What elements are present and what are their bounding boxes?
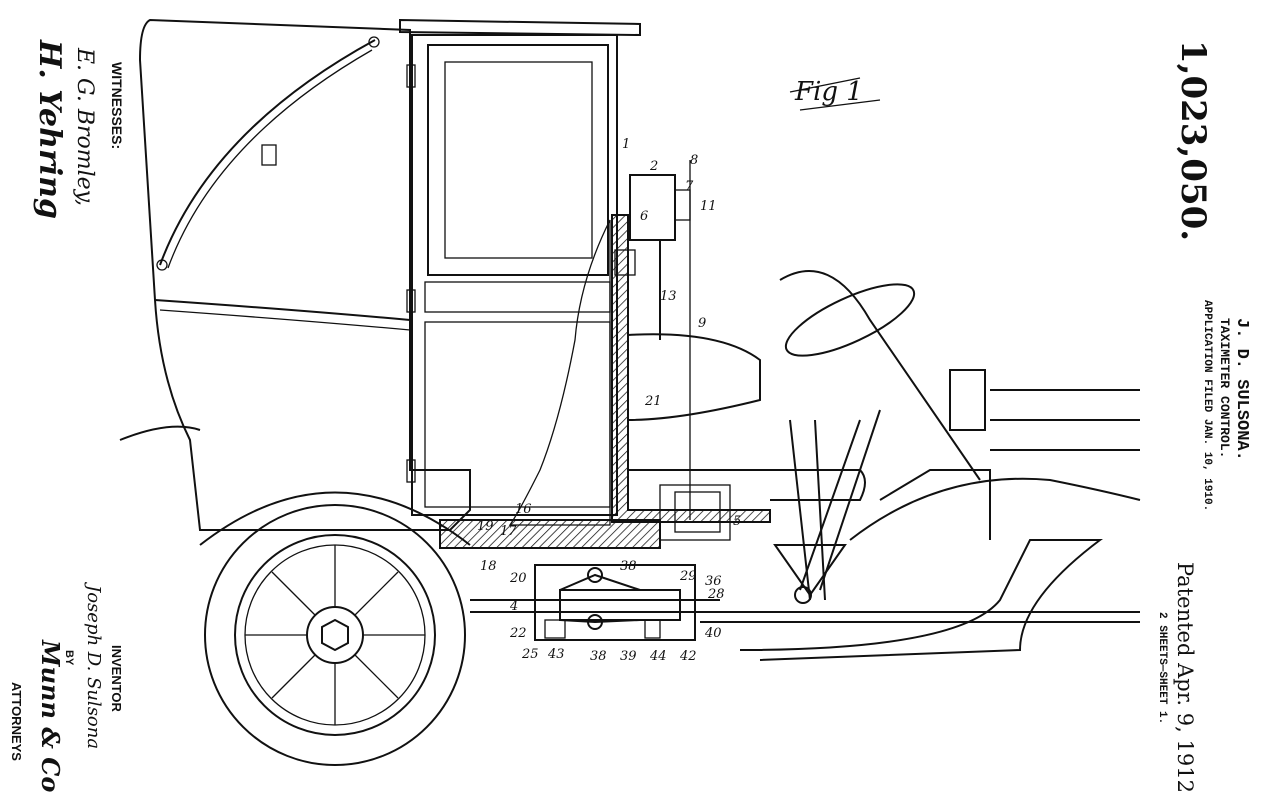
ref-44: 44 bbox=[649, 649, 667, 664]
inventor-signature: Joseph D. Sulsona bbox=[83, 581, 104, 749]
figure-label: Fig 1 bbox=[794, 77, 863, 107]
cutaway-section bbox=[439, 214, 866, 549]
ref-18: 18 bbox=[480, 559, 497, 574]
inventor-name: J. D. SULSONA. bbox=[1232, 318, 1251, 461]
witnesses-label: WITNESSES: bbox=[109, 62, 125, 149]
ref-4: 4 bbox=[509, 599, 518, 614]
patent-header: 1,023,050. J. D. SULSONA. TAXIMETER CONT… bbox=[1156, 40, 1251, 793]
ref-5: 5 bbox=[733, 514, 741, 529]
ref-40: 40 bbox=[704, 626, 722, 641]
ref-19: 19 bbox=[477, 519, 494, 534]
inventor-label: INVENTOR bbox=[109, 645, 124, 713]
ref-36: 36 bbox=[705, 574, 722, 589]
ref-8: 8 bbox=[690, 153, 698, 168]
sheet-count: 2 SHEETS—SHEET 1. bbox=[1156, 612, 1168, 724]
ref-20: 20 bbox=[509, 571, 527, 586]
application-filed: APPLICATION FILED JAN. 10, 1910. bbox=[1201, 300, 1213, 511]
ref-42: 42 bbox=[679, 649, 697, 664]
ref-38-bottom: 38 bbox=[590, 649, 607, 664]
ref-29: 29 bbox=[679, 569, 697, 584]
patent-number: 1,023,050. bbox=[1173, 40, 1213, 241]
ref-17: 17 bbox=[500, 524, 517, 539]
ref-25: 25 bbox=[521, 647, 539, 662]
taximeter bbox=[614, 160, 691, 520]
witness-2-signature: H. Yehring bbox=[32, 39, 67, 219]
ref-21: 21 bbox=[644, 394, 662, 409]
ref-9: 9 bbox=[698, 316, 706, 331]
ref-6: 6 bbox=[640, 209, 648, 224]
patented-date: Patented Apr. 9, 1912. bbox=[1173, 562, 1197, 793]
figure-label-underline bbox=[789, 77, 881, 111]
drive-mechanism bbox=[470, 564, 720, 641]
ref-43: 43 bbox=[547, 647, 565, 662]
front-hood bbox=[680, 270, 1141, 661]
witness-1-signature: E. G. Bromley, bbox=[72, 47, 97, 206]
by-label: BY bbox=[63, 650, 75, 666]
ref-28: 28 bbox=[707, 587, 725, 602]
ref-2: 2 bbox=[649, 159, 658, 174]
ref-22: 22 bbox=[509, 626, 527, 641]
ref-39: 39 bbox=[620, 649, 637, 664]
ref-13: 13 bbox=[660, 289, 677, 304]
attorneys-label: ATTORNEYS bbox=[9, 682, 24, 761]
ref-1: 1 bbox=[622, 137, 630, 152]
signatures: WITNESSES: E. G. Bromley, H. Yehring INV… bbox=[9, 39, 125, 792]
reference-numerals: 1 2 8 7 6 11 13 9 21 5 16 19 17 18 20 4 … bbox=[477, 137, 741, 664]
rear-wheel bbox=[199, 491, 471, 766]
invention-title: TAXIMETER CONTROL. bbox=[1217, 318, 1232, 458]
ref-11: 11 bbox=[700, 199, 717, 214]
ref-38-top: 38 bbox=[620, 559, 637, 574]
cab-door bbox=[406, 34, 618, 516]
attorney-signature: Munn & Co bbox=[36, 639, 65, 792]
ref-7: 7 bbox=[685, 179, 694, 194]
ref-16: 16 bbox=[515, 502, 532, 517]
